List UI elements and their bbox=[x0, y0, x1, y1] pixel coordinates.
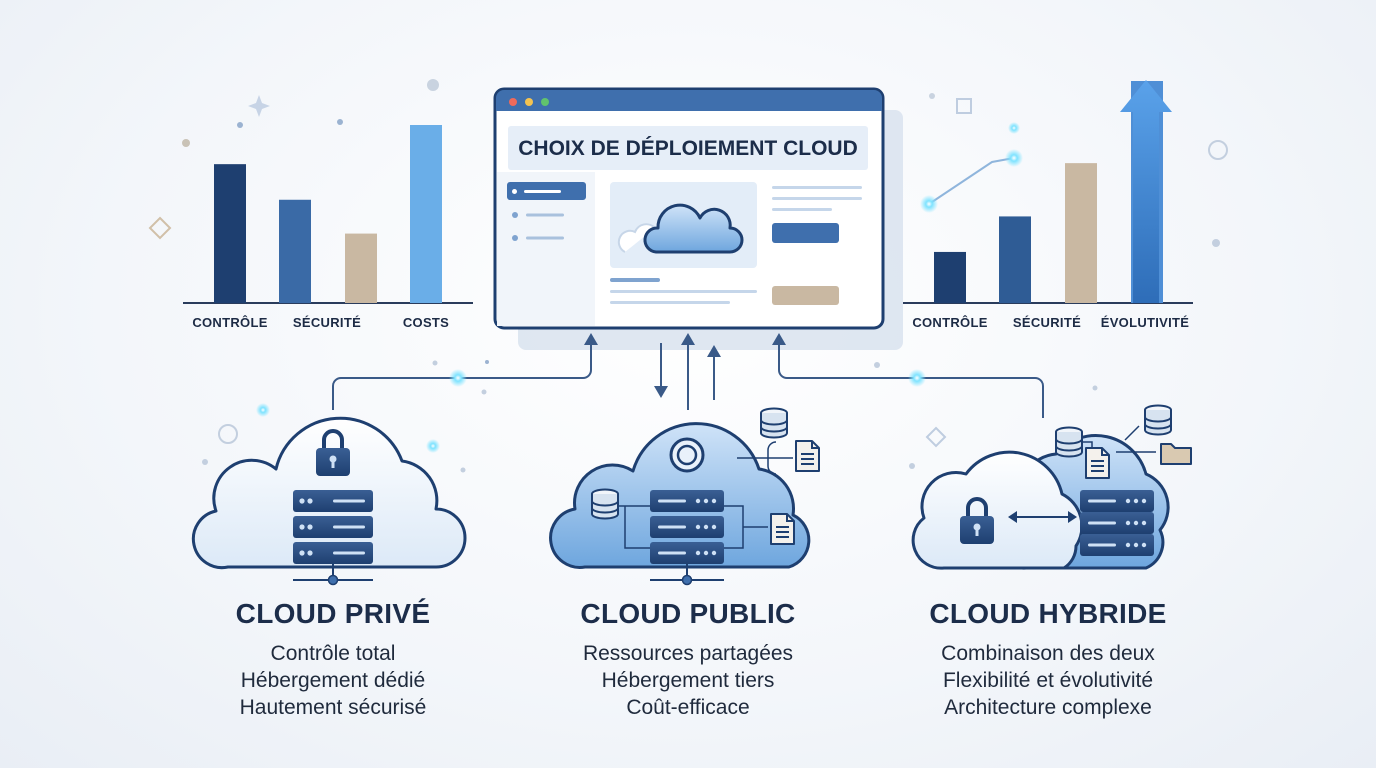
window-secondary-button bbox=[772, 286, 839, 305]
server-icon bbox=[293, 516, 373, 538]
database-icon bbox=[760, 407, 788, 439]
server-icon bbox=[293, 490, 373, 512]
right-chart-bar-1 bbox=[999, 216, 1031, 303]
left-chart-bar-0 bbox=[214, 164, 246, 303]
dot-decoration bbox=[460, 467, 466, 473]
network-node-icon bbox=[681, 574, 693, 586]
document-icon bbox=[795, 440, 820, 472]
sparkle-icon bbox=[248, 95, 270, 117]
server-icon bbox=[1080, 490, 1154, 512]
public-cloud-title: CLOUD PUBLIC bbox=[580, 598, 796, 629]
left-chart-bar-2 bbox=[345, 233, 377, 303]
window-header-band bbox=[508, 126, 868, 170]
window-titlebar bbox=[496, 90, 882, 111]
arrowhead-icon bbox=[654, 386, 668, 398]
glow-nodes bbox=[256, 369, 926, 453]
cloud-icon bbox=[643, 203, 744, 254]
private-cloud-features: Contrôle total Hébergement dédié Hauteme… bbox=[143, 640, 523, 721]
right-bar-chart: CONTRÔLE SÉCURITÉ ÉVOLUTIVITÉ bbox=[903, 80, 1193, 330]
private-feature-line: Contrôle total bbox=[270, 642, 396, 665]
arrowhead-icon bbox=[681, 333, 695, 345]
server-icon bbox=[1080, 512, 1154, 534]
ring-decoration bbox=[1208, 140, 1228, 160]
public-feature-line: Ressources partagées bbox=[582, 642, 794, 665]
hybrid-cloud-title: CLOUD HYBRIDE bbox=[929, 598, 1167, 629]
hybrid-cloud-illustration bbox=[911, 404, 1192, 570]
right-chart-bar-0 bbox=[934, 251, 966, 303]
sync-icon bbox=[669, 437, 705, 473]
glow-node bbox=[1008, 122, 1020, 134]
dot-decoration bbox=[337, 119, 343, 125]
arrowhead-icon bbox=[584, 333, 598, 345]
dot-decoration bbox=[1212, 239, 1220, 247]
arrowhead-icon bbox=[772, 333, 786, 345]
private-cloud-illustration bbox=[191, 416, 467, 586]
database-icon bbox=[1144, 404, 1172, 436]
diamond-decoration bbox=[148, 216, 172, 240]
window-primary-button bbox=[772, 223, 839, 243]
public-cloud-illustration bbox=[549, 407, 820, 586]
right-chart-label-security: SÉCURITÉ bbox=[1013, 315, 1081, 330]
dot-decoration bbox=[432, 360, 438, 366]
hybrid-feature-line: Flexibilité et évolutivité bbox=[942, 669, 1154, 692]
decorations bbox=[148, 79, 1228, 473]
server-icon bbox=[650, 542, 724, 564]
trend-line bbox=[928, 157, 1015, 205]
arrowhead-icon bbox=[707, 345, 721, 357]
growth-arrow-icon bbox=[1120, 80, 1172, 303]
database-icon bbox=[591, 488, 619, 520]
dot-decoration bbox=[481, 389, 487, 395]
ring-decoration bbox=[218, 424, 238, 444]
public-cloud-features: Ressources partagées Hébergement tiers C… bbox=[498, 640, 878, 721]
dot-decoration bbox=[909, 463, 915, 469]
connectors bbox=[332, 340, 1044, 418]
right-chart-label-control: CONTRÔLE bbox=[912, 315, 987, 330]
hybrid-feature-line: Combinaison des deux bbox=[941, 642, 1155, 665]
server-icon bbox=[650, 516, 724, 538]
dot-decoration bbox=[237, 122, 243, 128]
network-node-icon bbox=[327, 574, 339, 586]
dot-decoration bbox=[202, 459, 208, 465]
private-feature-line: Hautement sécurisé bbox=[239, 696, 427, 719]
dot-decoration bbox=[182, 139, 190, 147]
document-icon bbox=[770, 513, 795, 545]
left-bar-chart: CONTRÔLE SÉCURITÉ COSTS bbox=[183, 125, 473, 330]
window-title: CHOIX DE DÉPLOIEMENT CLOUD bbox=[518, 137, 858, 160]
private-feature-line: Hébergement dédié bbox=[240, 669, 426, 692]
right-chart-label-scalability: ÉVOLUTIVITÉ bbox=[1101, 315, 1190, 330]
public-feature-line: Hébergement tiers bbox=[601, 669, 775, 692]
minimize-dot-icon bbox=[525, 98, 533, 106]
left-chart-label-costs: COSTS bbox=[403, 315, 449, 330]
public-feature-line: Coût-efficace bbox=[626, 696, 750, 719]
square-decoration bbox=[956, 98, 972, 114]
glow-node bbox=[920, 195, 938, 213]
right-chart-bar-2 bbox=[1065, 163, 1097, 303]
left-chart-bar-1 bbox=[279, 199, 311, 303]
close-dot-icon bbox=[509, 98, 517, 106]
server-icon bbox=[650, 490, 724, 512]
server-icon bbox=[293, 542, 373, 564]
left-chart-bar-3 bbox=[410, 125, 442, 303]
diamond-decoration bbox=[925, 426, 947, 448]
dot-decoration bbox=[1092, 385, 1098, 391]
browser-window: CHOIX DE DÉPLOIEMENT CLOUD bbox=[493, 87, 903, 350]
hybrid-cloud-features: Combinaison des deux Flexibilité et évol… bbox=[858, 640, 1238, 721]
dot-decoration bbox=[427, 79, 439, 91]
database-icon bbox=[1055, 426, 1083, 458]
left-chart-label-control: CONTRÔLE bbox=[192, 315, 267, 330]
dot-decoration bbox=[485, 360, 489, 364]
dot-decoration bbox=[874, 362, 880, 368]
glow-node bbox=[1005, 149, 1023, 167]
dot-decoration bbox=[929, 93, 935, 99]
server-icon bbox=[1080, 534, 1154, 556]
folder-icon bbox=[1160, 443, 1192, 465]
document-icon bbox=[1085, 447, 1110, 479]
left-chart-label-security: SÉCURITÉ bbox=[293, 315, 361, 330]
maximize-dot-icon bbox=[541, 98, 549, 106]
private-cloud-title: CLOUD PRIVÉ bbox=[235, 598, 431, 629]
hybrid-feature-line: Architecture complexe bbox=[944, 696, 1152, 719]
